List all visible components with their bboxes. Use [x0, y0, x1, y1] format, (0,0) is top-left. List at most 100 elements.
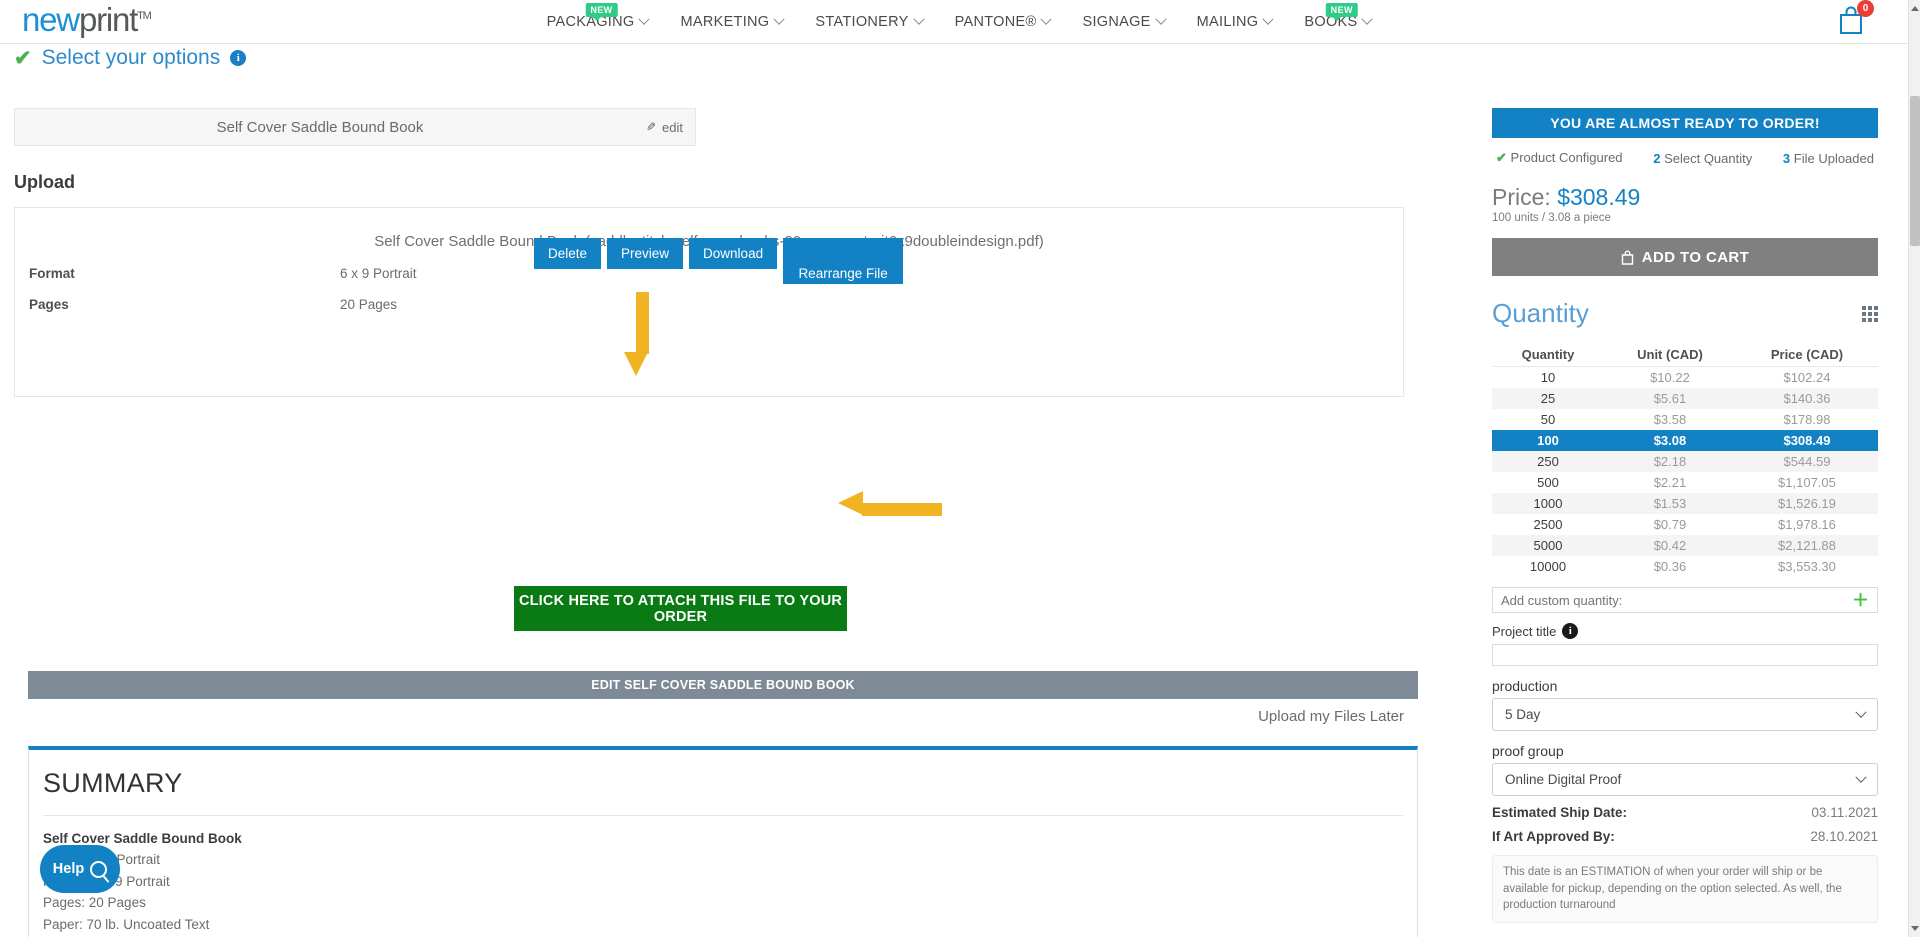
cell-price: $140.36	[1783, 391, 1831, 406]
product-name-bar: Self Cover Saddle Bound Book ✎ edit	[14, 108, 696, 146]
proof-group-select[interactable]: Online Digital Proof	[1492, 763, 1878, 796]
nav-label: MARKETING	[680, 13, 770, 30]
cell-unit: $1.53	[1653, 496, 1687, 511]
grid-view-icon[interactable]	[1862, 305, 1878, 322]
add-to-cart-button[interactable]: ADD TO CART	[1492, 238, 1878, 276]
nav-item-mailing[interactable]: MAILING	[1181, 13, 1289, 30]
nav-label: STATIONERY	[815, 13, 909, 30]
project-title-label-row: Project title i	[1492, 623, 1878, 639]
table-header-row: Quantity Unit (CAD) Price (CAD)	[1492, 343, 1878, 367]
upload-files-later-link[interactable]: Upload my Files Later	[1258, 708, 1404, 725]
custom-quantity-input[interactable]	[1501, 592, 1833, 608]
table-row[interactable]: 10 $10.22 $102.24	[1492, 367, 1878, 389]
nav-label: PANTONE®	[954, 13, 1037, 30]
preview-button[interactable]: Preview	[607, 238, 684, 269]
shopping-bag-icon	[1840, 6, 1862, 34]
delete-button[interactable]: Delete	[534, 238, 602, 269]
cell-price: $1,978.16	[1778, 517, 1836, 532]
nav-label: SIGNAGE	[1082, 13, 1151, 30]
order-sidebar: YOU ARE ALMOST READY TO ORDER! ✔ Product…	[1492, 108, 1878, 924]
cell-quantity: 1000	[1533, 496, 1563, 511]
site-header: newprintTM NEW PACKAGING MARKETING STATI…	[0, 0, 1908, 44]
help-widget-button[interactable]: Help	[40, 845, 120, 893]
cell-quantity: 10000	[1529, 559, 1567, 574]
nav-item-signage[interactable]: SIGNAGE	[1066, 13, 1180, 30]
ready-to-order-banner: YOU ARE ALMOST READY TO ORDER!	[1492, 108, 1878, 138]
info-icon[interactable]: i	[230, 50, 247, 66]
production-select[interactable]: 5 Day	[1492, 698, 1878, 731]
table-row[interactable]: 50 $3.58 $178.98	[1492, 409, 1878, 430]
table-row-selected[interactable]: 100 $3.08 $308.49	[1492, 430, 1878, 451]
table-row[interactable]: 500 $2.21 $1,107.05	[1492, 472, 1878, 493]
info-icon[interactable]: i	[1562, 623, 1579, 639]
arrow-shaft	[862, 503, 942, 516]
cell-unit: $2.18	[1653, 454, 1687, 469]
cell-unit: $3.58	[1653, 412, 1687, 427]
nav-item-books[interactable]: NEW BOOKS	[1288, 2, 1387, 30]
cell-unit: $0.36	[1653, 559, 1687, 574]
cart-button[interactable]: 0	[1836, 0, 1874, 41]
edit-product-bar[interactable]: EDIT SELF COVER SADDLE BOUND BOOK	[28, 671, 1418, 699]
rearrange-file-button[interactable]: Rearrange File	[783, 238, 904, 284]
estimated-ship-value: 03.11.2021	[1811, 805, 1878, 820]
production-label: production	[1492, 678, 1558, 694]
chevron-down-icon	[773, 13, 786, 25]
cell-quantity: 10	[1540, 370, 1556, 385]
cell-unit: $0.79	[1653, 517, 1687, 532]
table-row[interactable]: 25 $5.61 $140.36	[1492, 388, 1878, 409]
file-action-buttons: Delete Preview Download Rearrange File	[534, 238, 904, 284]
edit-product-link[interactable]: ✎ edit	[646, 120, 683, 135]
nav-item-packaging[interactable]: NEW PACKAGING	[531, 2, 665, 30]
cell-price: $1,526.19	[1778, 496, 1836, 511]
check-icon: ✔	[14, 46, 32, 70]
scroll-down-arrow-icon[interactable]	[1911, 926, 1919, 931]
arrow-head	[838, 491, 863, 515]
download-button[interactable]: Download	[689, 238, 778, 269]
edit-label: edit	[662, 119, 683, 135]
step-label: Select Quantity	[1664, 150, 1753, 166]
nav-item-stationery[interactable]: STATIONERY	[799, 13, 938, 30]
scroll-up-arrow-icon[interactable]	[1911, 6, 1919, 11]
table-row[interactable]: 2500 $0.79 $1,978.16	[1492, 514, 1878, 535]
table-row[interactable]: 1000 $1.53 $1,526.19	[1492, 493, 1878, 514]
table-row[interactable]: 5000 $0.42 $2,121.88	[1492, 535, 1878, 556]
cell-price: $3,553.30	[1778, 559, 1836, 574]
cell-quantity: 500	[1537, 475, 1559, 490]
nav-item-marketing[interactable]: MARKETING	[664, 13, 799, 30]
plus-icon[interactable]: ＋	[1852, 590, 1869, 610]
column-header-unit: Unit (CAD)	[1603, 343, 1736, 367]
step-product-configured[interactable]: ✔ Product Configured	[1496, 150, 1623, 166]
upload-panel: Self Cover Saddle Bound Book (saddlestit…	[14, 207, 1404, 397]
project-title-label: Project title	[1492, 623, 1557, 639]
nav-item-pantone[interactable]: PANTONE®	[939, 13, 1067, 30]
newprint-logo[interactable]: newprintTM	[22, 1, 152, 38]
step-file-uploaded[interactable]: 3 File Uploaded	[1783, 151, 1874, 166]
cell-unit: $5.61	[1653, 391, 1687, 406]
chevron-down-icon	[1855, 771, 1867, 783]
cell-quantity: 50	[1540, 412, 1556, 427]
table-row[interactable]: 10000 $0.36 $3,553.30	[1492, 556, 1878, 577]
price-subtext: 100 units / 3.08 a piece	[1492, 212, 1611, 224]
cell-price: $2,121.88	[1778, 538, 1836, 553]
page-scrollbar[interactable]	[1908, 0, 1920, 937]
cart-count-badge: 0	[1857, 0, 1874, 17]
logo-trademark: TM	[137, 10, 152, 22]
pages-value: 20 Pages	[340, 297, 398, 312]
scrollbar-thumb[interactable]	[1910, 96, 1920, 246]
attach-file-button[interactable]: CLICK HERE TO ATTACH THIS FILE TO YOUR O…	[514, 586, 847, 631]
cell-price: $544.59	[1783, 454, 1831, 469]
production-value: 5 Day	[1505, 707, 1541, 722]
logo-text-print: print	[78, 1, 138, 38]
summary-divider	[43, 815, 1403, 816]
project-title-input[interactable]	[1492, 644, 1878, 666]
column-header-price: Price (CAD)	[1735, 343, 1878, 367]
table-row[interactable]: 250 $2.18 $544.59	[1492, 451, 1878, 472]
arrow-head	[624, 352, 648, 376]
logo-text-new: new	[22, 1, 80, 38]
step-select-quantity[interactable]: 2 Select Quantity	[1653, 151, 1752, 166]
chevron-down-icon	[1040, 13, 1053, 25]
cell-price: $308.49	[1783, 433, 1831, 448]
summary-item-format: Format: 6 x 9 Portrait	[43, 873, 170, 889]
order-steps: ✔ Product Configured 2 Select Quantity 3…	[1492, 138, 1878, 166]
